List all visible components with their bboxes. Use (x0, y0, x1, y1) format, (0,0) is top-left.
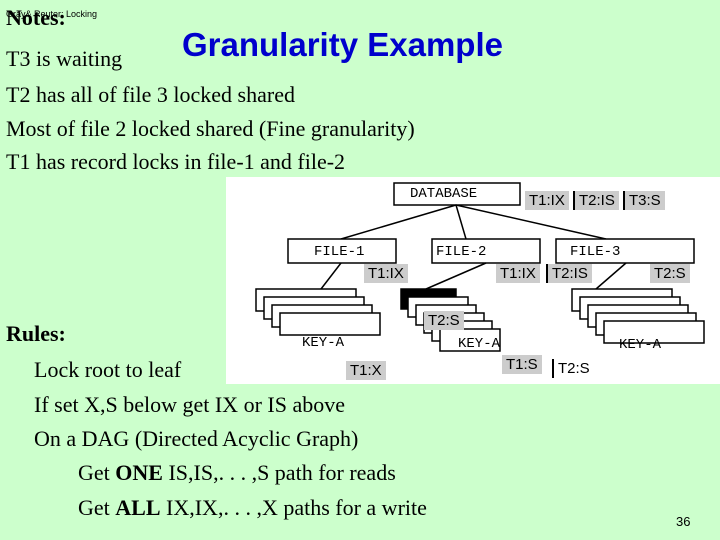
rule-line-3: On a DAG (Directed Acyclic Graph) (34, 426, 359, 451)
database-label: DATABASE (410, 186, 478, 202)
lock-hierarchy-diagram: DATABASE T1:IX T2:IS T3:S FILE-1 T1:IX F… (226, 177, 720, 384)
notes-heading: Notes: (6, 5, 66, 30)
file-1-label: FILE-1 (314, 244, 365, 260)
file-1-key-lock-t1: T1:X (346, 361, 386, 380)
file-3-key-label: KEY-A (619, 337, 662, 353)
file-2-key-lock-t2: T2:S (552, 359, 594, 378)
rule-sub-line-2-bold: ALL (115, 495, 161, 520)
header-note: Gray& Reuter: Locking (6, 9, 98, 19)
file-1-key-label: KEY-A (302, 335, 345, 351)
rule-sub-line-2: Get ALL IX,IX,. . . ,X paths for a write (78, 495, 427, 521)
rule-sub-line-1-post: IS,IS,. . . ,S path for reads (162, 460, 396, 485)
note-line-3: Most of file 2 locked shared (Fine granu… (6, 116, 415, 141)
database-lock-t1: T1:IX (525, 191, 569, 210)
rule-sub-line-1: Get ONE IS,IS,. . . ,S path for reads (78, 460, 396, 486)
rules-heading: Rules: (6, 321, 66, 346)
file-2-lock-t2: T2:IS (546, 264, 592, 283)
rule-line-1: Lock root to leaf (34, 357, 182, 382)
page-number: 36 (676, 514, 691, 529)
file-1-lock-t1: T1:IX (364, 264, 408, 283)
note-line-2: T2 has all of file 3 locked shared (6, 82, 295, 107)
file-2-key-lock-t1: T1:S (502, 355, 542, 374)
database-lock-t2: T2:IS (573, 191, 619, 210)
rule-sub-line-1-pre: Get (78, 460, 116, 485)
rule-sub-line-2-post: IX,IX,. . . ,X paths for a write (160, 495, 427, 520)
file-2-lock-t1: T1:IX (496, 264, 540, 283)
rule-sub-line-1-bold: ONE (115, 460, 163, 485)
file-2-label: FILE-2 (436, 244, 487, 260)
file-2-key-label: KEY-A (458, 336, 501, 352)
file-3-lock-t2: T2:S (650, 264, 690, 283)
database-lock-t3: T3:S (623, 191, 665, 210)
rule-line-2: If set X,S below get IX or IS above (34, 392, 345, 417)
rule-sub-line-2-pre: Get (78, 495, 116, 520)
file-3-label: FILE-3 (570, 244, 621, 260)
file-2-page-lock-t2: T2:S (424, 311, 464, 330)
slide-title: Granularity Example (182, 26, 503, 63)
note-line-4: T1 has record locks in file-1 and file-2 (6, 149, 346, 174)
note-line-1: T3 is waiting (6, 46, 123, 71)
